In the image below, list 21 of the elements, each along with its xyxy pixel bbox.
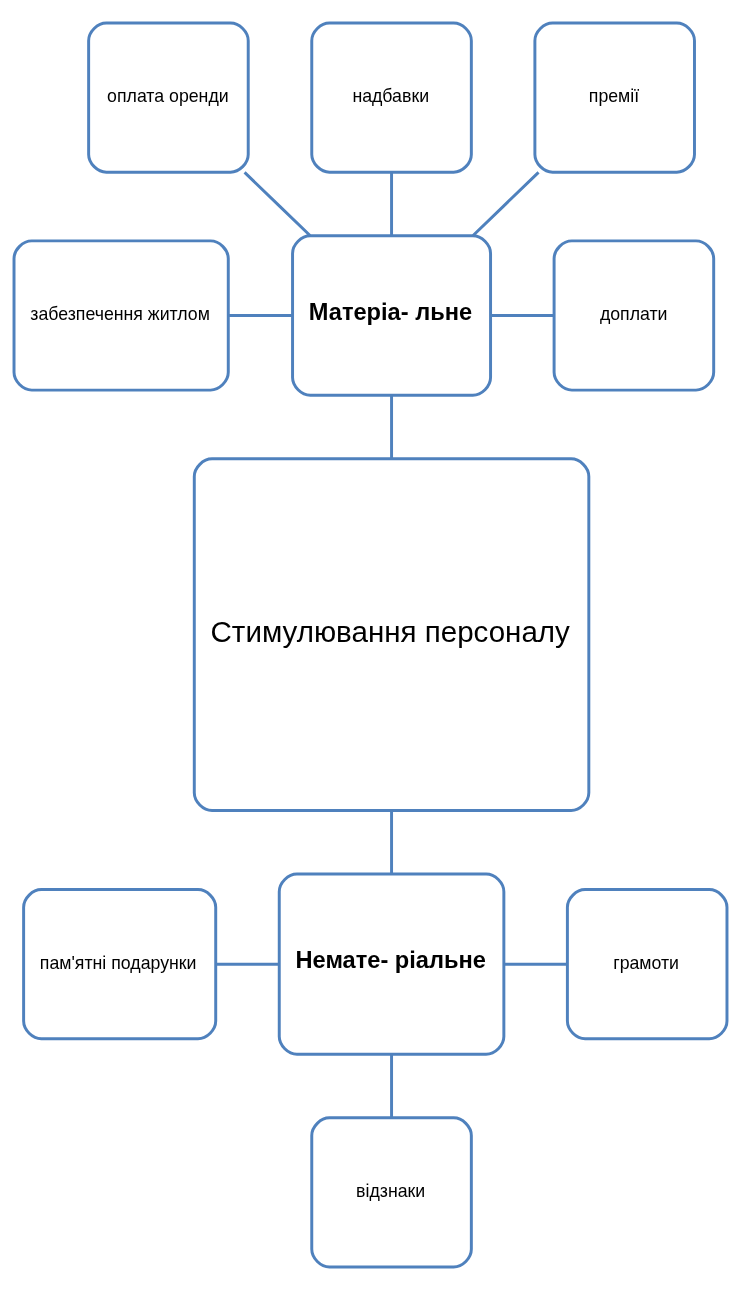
connector [390, 1054, 394, 1118]
node-box: доплати [552, 238, 716, 392]
node-box: оплата оренди [87, 20, 250, 174]
node-box: Немате- ріальне [277, 872, 506, 1056]
node-box: Матеріа- льне [291, 233, 493, 397]
connector [390, 171, 394, 235]
node-box: Стимулювання персоналу [192, 456, 591, 812]
connector [472, 170, 540, 236]
node-box: відзнаки [310, 1115, 473, 1269]
node-box: грамоти [565, 887, 729, 1040]
node-box: надбавки [310, 20, 473, 174]
connector [390, 810, 394, 874]
connector [503, 962, 568, 966]
node-box: премії [533, 20, 696, 174]
connector [215, 962, 279, 966]
connector [490, 313, 555, 317]
node-box: пам'ятні подарунки [22, 887, 218, 1040]
node-box: забезпечення житлом [12, 238, 230, 392]
connector [243, 170, 312, 236]
connector [228, 313, 293, 317]
connector [390, 395, 394, 458]
